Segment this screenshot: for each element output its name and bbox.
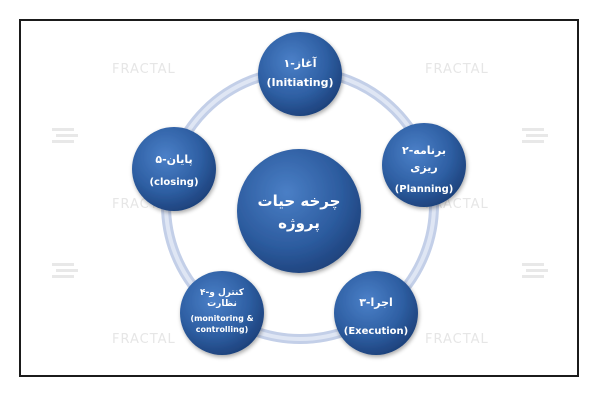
watermark-text: FRACTAL xyxy=(112,62,176,77)
phase-label-en-line2: controlling) xyxy=(196,325,249,334)
phase-node-execution: ۳-اجرا (Execution) xyxy=(334,271,418,355)
center-node: چرخه حیات پروژه xyxy=(237,149,361,273)
phase-label-fa: ۴-کنترل و xyxy=(200,288,245,298)
phase-label-fa-line2: ریزی xyxy=(410,161,437,174)
center-title-line2: پروژه xyxy=(278,214,320,233)
phase-label-en: (closing) xyxy=(149,177,198,188)
phase-label-fa: ۳-اجرا xyxy=(359,296,393,309)
phase-label-en: (Planning) xyxy=(395,184,454,195)
fractal-logo-icon xyxy=(52,128,548,278)
phase-label-fa-line2: نظارت xyxy=(207,299,237,309)
phase-label-en: (Initiating) xyxy=(267,76,334,89)
phase-node-monitoring-controlling: ۴-کنترل و نظارت (monitoring & controllin… xyxy=(180,271,264,355)
center-title-line1: چرخه حیات xyxy=(258,192,341,211)
phase-label-fa: ۲-برنامه xyxy=(402,144,446,157)
phase-label-en: (Execution) xyxy=(344,326,408,337)
phase-label-fa: ۱-آغاز xyxy=(283,56,316,70)
watermark-text: FRACTAL xyxy=(425,332,489,347)
phase-node-planning: ۲-برنامه ریزی (Planning) xyxy=(382,123,466,207)
phase-node-closing: ۵-پایان (closing) xyxy=(132,127,216,211)
watermark-text: FRACTAL xyxy=(425,62,489,77)
phase-label-en: (monitoring & xyxy=(190,314,253,323)
phase-node-initiating: ۱-آغاز (Initiating) xyxy=(258,32,342,116)
phase-label-fa: ۵-پایان xyxy=(155,153,192,166)
watermark-text: FRACTAL xyxy=(112,332,176,347)
